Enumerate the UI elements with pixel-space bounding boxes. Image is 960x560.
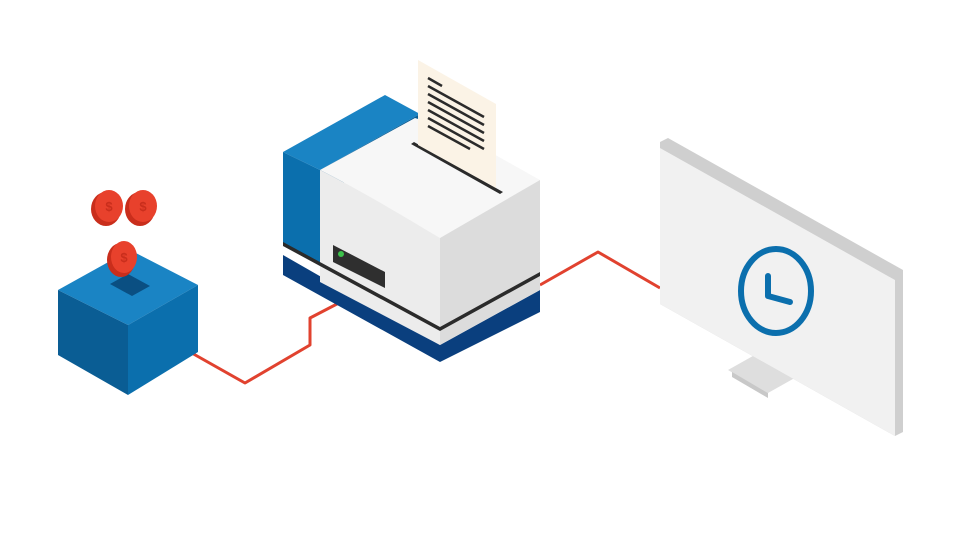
cable-box-to-printer	[189, 278, 384, 385]
computer-monitor-icon	[660, 138, 903, 436]
printer-display	[333, 245, 385, 288]
coin-icon-right: $	[125, 190, 157, 226]
coin-icon-left: $	[91, 190, 123, 226]
clock-icon	[738, 246, 814, 336]
receipt-printer-icon	[283, 95, 540, 362]
coin-icon-falling: $	[107, 241, 137, 277]
cable-printer-to-monitor	[539, 250, 661, 290]
coin-symbol-left: $	[105, 199, 113, 214]
coin-box-icon	[58, 250, 198, 395]
printer-led	[338, 251, 344, 257]
coin-symbol-right: $	[139, 199, 147, 214]
coin-symbol-falling: $	[120, 250, 128, 265]
receipt-paper-icon	[418, 60, 496, 188]
